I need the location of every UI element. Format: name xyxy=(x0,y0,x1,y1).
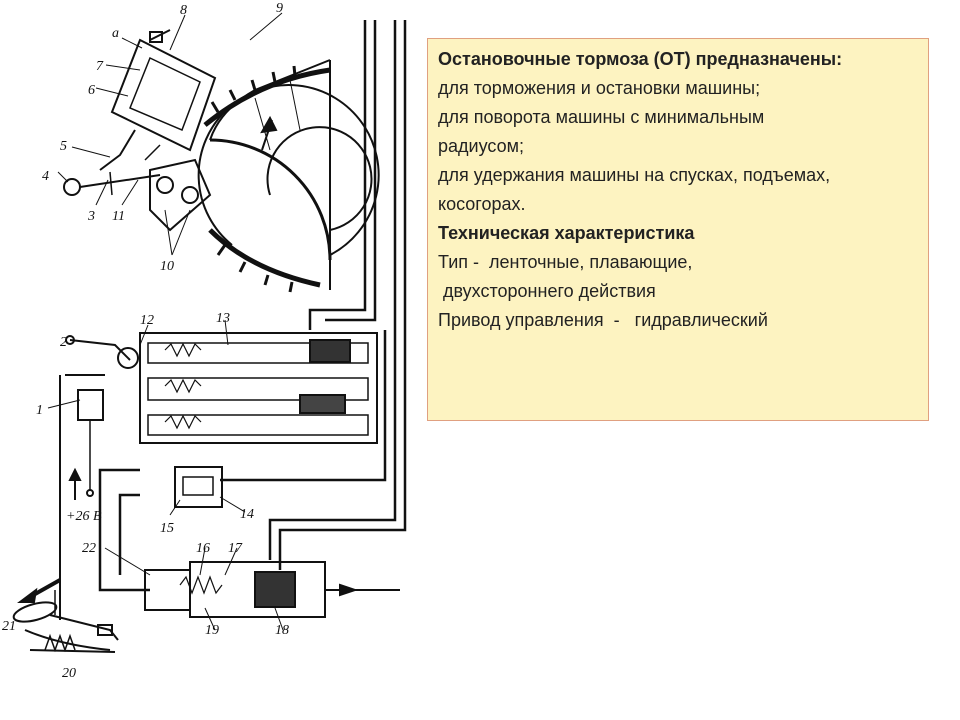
label-9: 9 xyxy=(276,1,283,16)
flow-arrows xyxy=(17,467,82,603)
label-4: 4 xyxy=(42,169,49,184)
brake-drum xyxy=(197,59,380,290)
label-12: 12 xyxy=(140,313,154,328)
spec-type-cont: двухстороннего действия xyxy=(438,281,656,301)
brake-schematic-diagram: а 8 9 7 6 5 4 3 11 10 12 13 2 1 +26 В 15… xyxy=(0,0,425,720)
label-2: 2 xyxy=(60,335,67,350)
label-17: 17 xyxy=(228,541,243,556)
label-3: 3 xyxy=(87,209,95,224)
label-1: 1 xyxy=(36,403,43,418)
label-18: 18 xyxy=(275,623,289,638)
band-teeth xyxy=(210,65,297,293)
purpose-item-turning-cont: радиусом; xyxy=(438,136,524,156)
label-22: 22 xyxy=(82,541,96,556)
label-a: а xyxy=(112,26,119,41)
label-20: 20 xyxy=(62,666,76,681)
label-13: 13 xyxy=(216,311,230,326)
main-valve-block xyxy=(139,332,378,444)
spec-type: Тип - ленточные, плавающие, xyxy=(438,252,693,272)
pedal-linkage xyxy=(49,335,139,641)
description-text-box: Остановочные тормоза (ОТ) предназначены:… xyxy=(427,38,929,421)
label-19: 19 xyxy=(205,623,219,638)
label-11: 11 xyxy=(112,209,125,224)
purpose-item-holding: для удержания машины на спусках, подъема… xyxy=(438,165,831,185)
purpose-title: Остановочные тормоза (ОТ) предназначены: xyxy=(438,49,843,69)
hydraulic-lines xyxy=(98,20,407,592)
purpose-item-turning: для поворота машины с минимальным xyxy=(438,107,765,127)
label-5: 5 xyxy=(60,139,67,154)
label-6: 6 xyxy=(88,83,95,98)
valve-unit-14-15 xyxy=(174,466,223,508)
spec-heading: Техническая характеристика xyxy=(438,223,695,243)
purpose-item-braking: для торможения и остановки машины; xyxy=(438,78,761,98)
brake-band xyxy=(203,67,331,288)
lever-assembly xyxy=(63,158,212,232)
label-8: 8 xyxy=(180,3,187,18)
band-actuator-cylinder xyxy=(99,29,217,171)
purpose-item-holding-cont: косогорах. xyxy=(438,194,526,214)
spec-drive: Привод управления - гидравлический xyxy=(438,310,768,330)
brake-valve-16-19 xyxy=(144,561,400,618)
label-14: 14 xyxy=(240,507,254,522)
label-10: 10 xyxy=(160,259,174,274)
label-7: 7 xyxy=(96,59,104,74)
label-16: 16 xyxy=(196,541,210,556)
brake-pedal xyxy=(12,601,116,653)
label-voltage: +26 В xyxy=(66,509,102,524)
leader-lines xyxy=(47,12,284,631)
label-15: 15 xyxy=(160,521,174,536)
label-21: 21 xyxy=(2,619,16,634)
